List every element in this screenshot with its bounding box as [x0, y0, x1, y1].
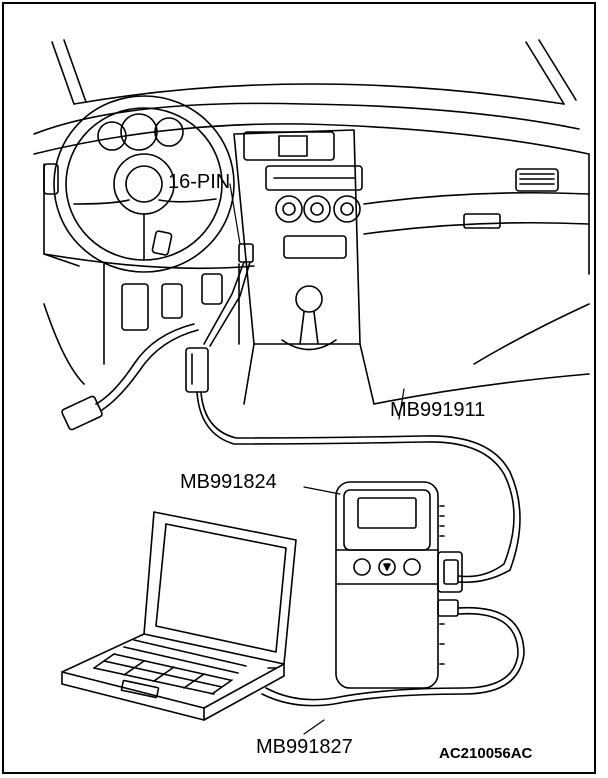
figure-frame: 16-PIN MB991911 MB991824 MB991827 AC2100… [2, 2, 596, 774]
label-16-pin: 16-PIN [168, 171, 231, 193]
glovebox-handle [463, 213, 501, 229]
windshield-outline [51, 39, 577, 105]
label-mb991827: MB991827 [256, 736, 353, 758]
leader-lines [229, 183, 405, 735]
air-vent-right [515, 168, 559, 192]
diagram-drawing [33, 39, 590, 735]
laptop-icon [61, 511, 297, 721]
vci-unit-icon [335, 481, 463, 689]
gear-shifter-icon [281, 285, 337, 351]
figure-id: AC210056AC [439, 745, 533, 762]
center-console [233, 129, 375, 405]
label-mb991911: MB991911 [390, 399, 486, 421]
label-mb991824: MB991824 [180, 471, 277, 493]
floor-outline [43, 303, 590, 405]
usb-cable [261, 606, 525, 707]
pedals [103, 263, 240, 365]
dlc-connector-cable [61, 243, 521, 584]
dashboard-outline [33, 102, 590, 275]
steering-wheel-icon [53, 95, 235, 273]
